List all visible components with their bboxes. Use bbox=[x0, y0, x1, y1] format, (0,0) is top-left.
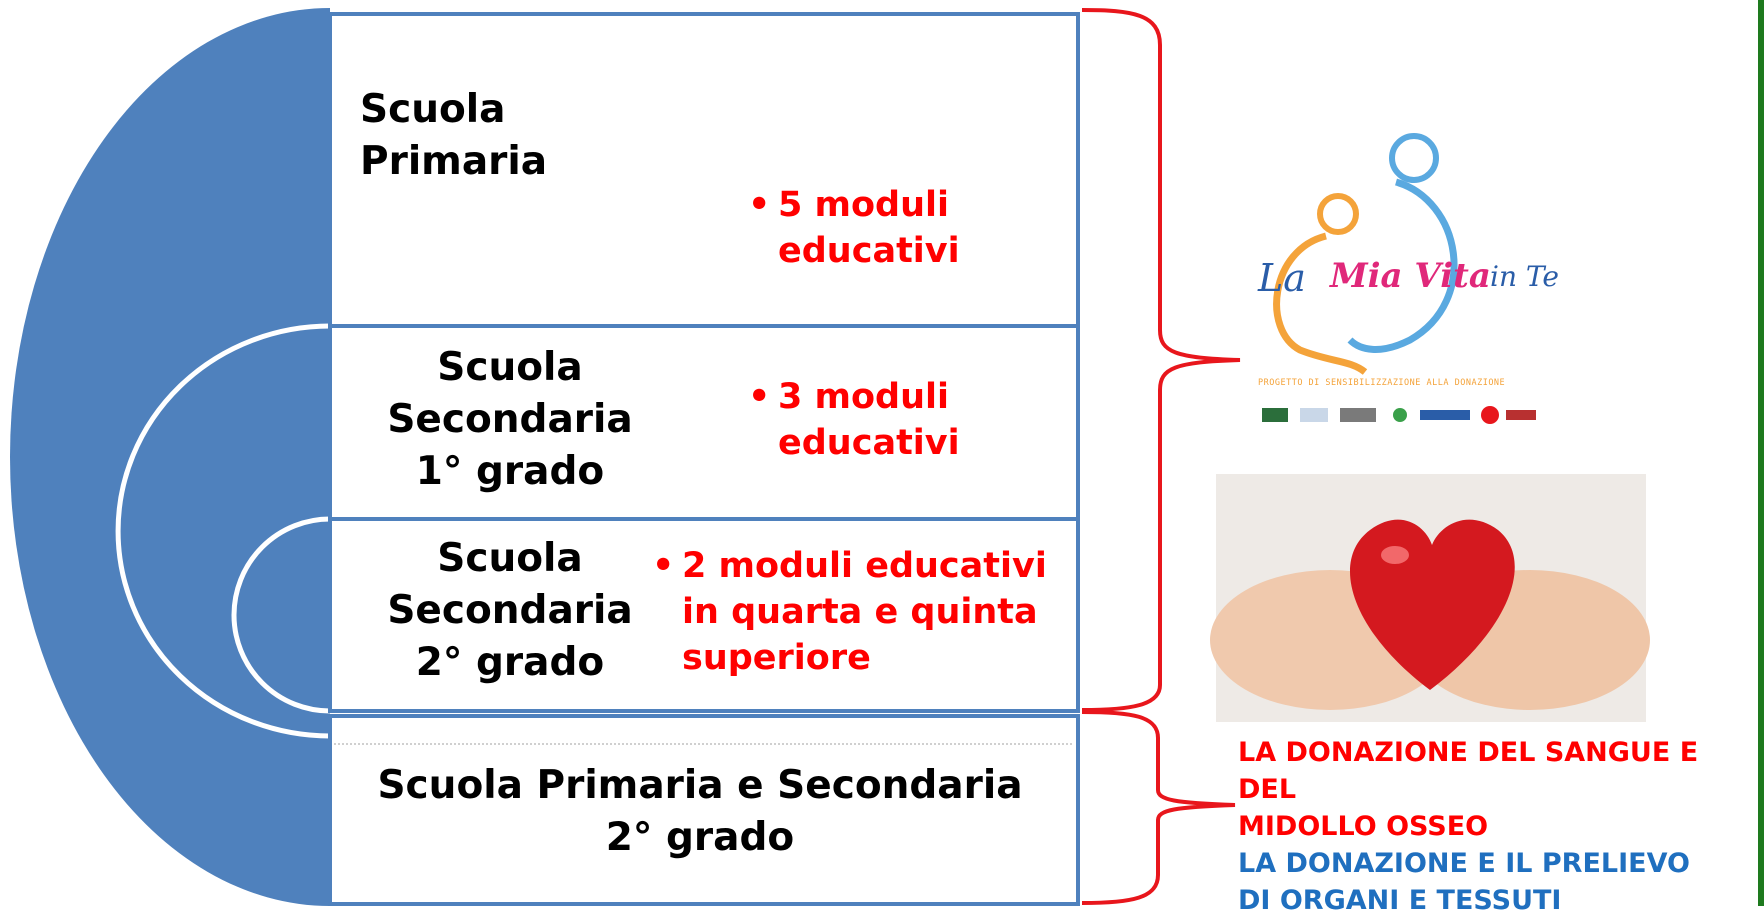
box-primaria-secondaria bbox=[328, 714, 1080, 906]
outer-semicircle bbox=[10, 8, 330, 906]
caption-red-line-1: LA DONAZIONE DEL SANGUE E DEL bbox=[1238, 737, 1699, 805]
label-scuola-secondaria-1: Scuola Secondaria 1° grado bbox=[387, 345, 633, 494]
bracket-upper bbox=[1081, 8, 1241, 712]
middle-arc bbox=[115, 323, 331, 739]
inner-arc bbox=[231, 516, 331, 714]
caption-blue-line-2: DI ORGANI E TESSUTI bbox=[1238, 885, 1562, 916]
logo-graphic bbox=[1262, 133, 1536, 424]
box-secondaria-1 bbox=[328, 324, 1080, 521]
label-scuola-primaria: Scuola Primaria bbox=[360, 87, 548, 184]
box-secondaria-2 bbox=[328, 517, 1080, 713]
bullet-secondaria-2-text: 2 moduli educativi in quarta e quinta su… bbox=[682, 546, 1047, 678]
bullet-dot: • bbox=[652, 546, 675, 586]
caption-blue-line-1: LA DONAZIONE E IL PRELIEVO bbox=[1238, 848, 1690, 879]
logo-figure-blue bbox=[1347, 178, 1458, 353]
logo-figure-orange bbox=[1273, 232, 1368, 375]
bullet-secondaria-1: • 3 moduli educativi bbox=[748, 374, 988, 466]
heart-highlight bbox=[1381, 546, 1409, 564]
bullet-dot: • bbox=[748, 185, 771, 225]
logo-text-mia-vita: Mia Vita bbox=[1330, 256, 1491, 296]
heart-in-hands-photo bbox=[1210, 474, 1650, 722]
logo-text-in-te: in Te bbox=[1490, 260, 1559, 293]
logo-text-la: La bbox=[1258, 256, 1306, 300]
bullet-primaria: • 5 moduli educativi bbox=[748, 182, 988, 274]
bottom-caption: LA DONAZIONE DEL SANGUE E DEL MIDOLLO OS… bbox=[1238, 734, 1764, 919]
label-scuola-secondaria-2: Scuola Secondaria 2° grado bbox=[387, 536, 633, 685]
bullet-secondaria-1-text: 3 moduli educativi bbox=[778, 377, 960, 463]
bullet-secondaria-2: • 2 moduli educativi in quarta e quinta … bbox=[652, 543, 1072, 681]
caption-red-line-2: MIDOLLO OSSEO bbox=[1238, 811, 1489, 842]
bullet-primaria-text: 5 moduli educativi bbox=[778, 185, 960, 271]
bullet-dot: • bbox=[748, 377, 771, 417]
logo-head-large bbox=[1389, 133, 1439, 183]
slide-edge bbox=[1758, 0, 1764, 906]
box-primaria bbox=[328, 12, 1080, 328]
logo-head-small bbox=[1317, 193, 1359, 235]
sponsor-logos bbox=[1262, 406, 1536, 424]
bracket-lower bbox=[1081, 710, 1236, 905]
logo-subtitle: PROGETTO DI SENSIBILIZZAZIONE ALLA DONAZ… bbox=[1258, 378, 1506, 388]
label-primaria-secondaria: Scuola Primaria e Secondaria 2° grado bbox=[377, 763, 1023, 860]
